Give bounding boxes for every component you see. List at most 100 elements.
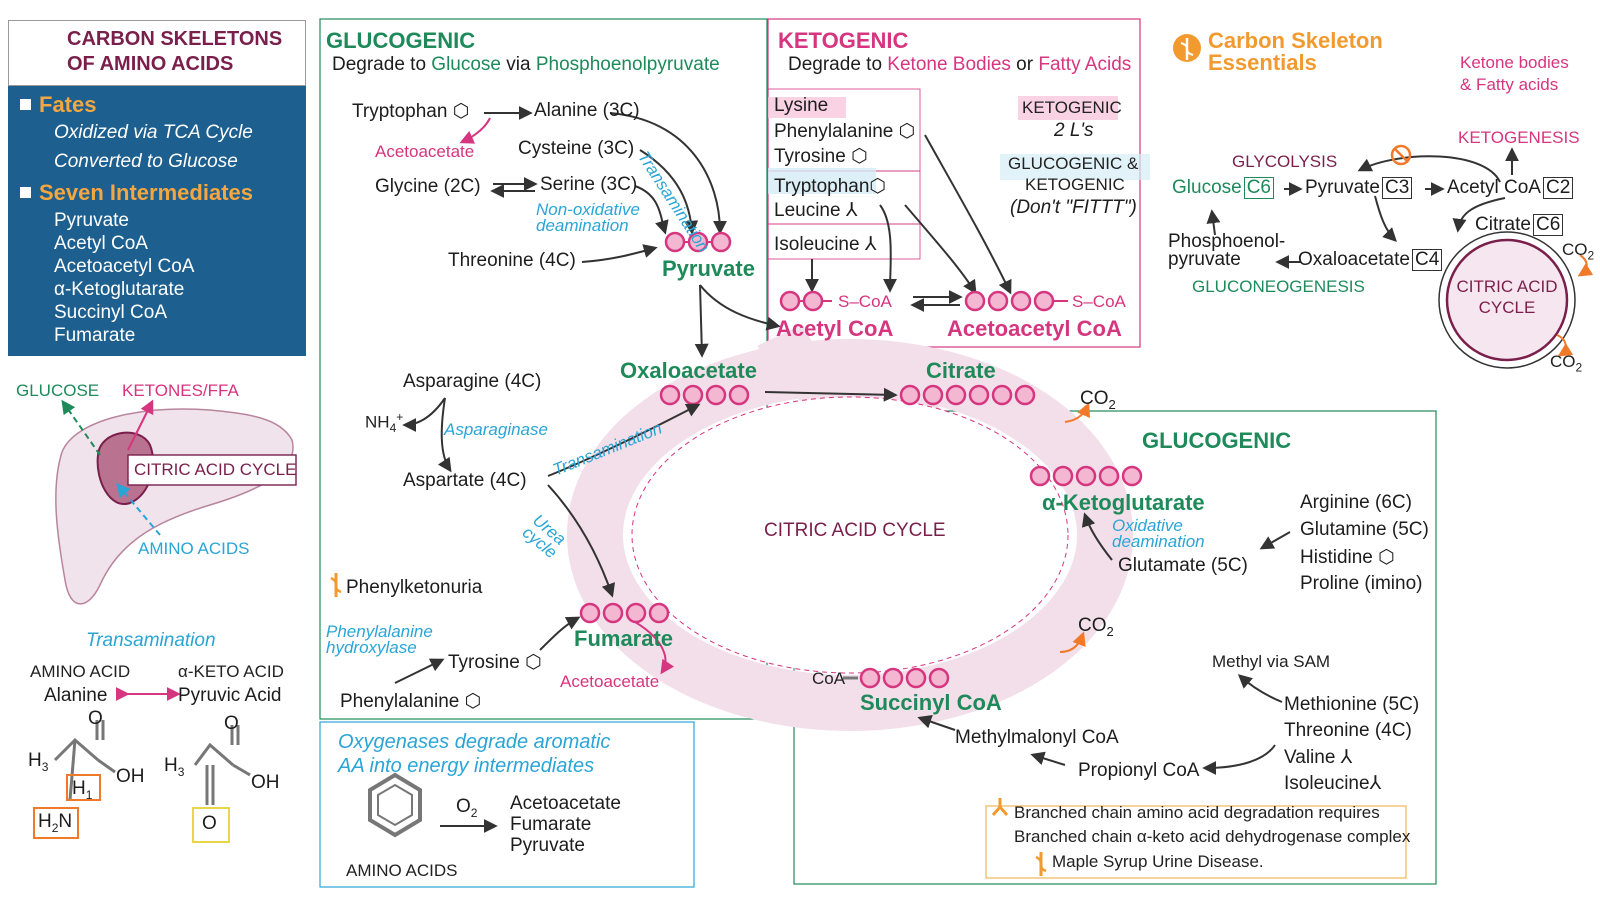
citrate-label: Citrate <box>926 358 996 383</box>
liver-cycle-label: CITRIC ACID CYCLE <box>134 460 297 479</box>
glucogenic-heading: GLUCOGENIC <box>1142 428 1292 453</box>
o2-label: O2 <box>456 796 478 820</box>
fates-heading: Fates <box>20 92 96 118</box>
coa-label: CoA <box>812 669 846 688</box>
acetoacetate-label: Acetoacetate <box>560 672 660 691</box>
ketogenic-subheading: Degrade to Ketone Bodies or Fatty Acids <box>788 54 1132 75</box>
acetyl-coa-label: Acetyl CoA <box>776 316 894 341</box>
citric-acid-cycle-ring <box>567 339 1133 731</box>
co2-label: CO2 <box>1562 240 1595 263</box>
threonine-label: Threonine (4C) <box>448 250 576 271</box>
methionine-label: Methionine (5C) <box>1284 694 1420 715</box>
cycle-center-label: CITRIC ACID CYCLE <box>764 520 946 541</box>
intermediate-item: Acetoacetyl CoA <box>54 256 195 277</box>
pyruvic-acid-label: Pyruvic Acid <box>178 685 282 706</box>
gluco-keto-note: KETOGENIC <box>1025 175 1125 194</box>
asparaginase-label: Asparaginase <box>444 420 548 439</box>
atom-h3: H3 <box>164 755 185 779</box>
aspartate-label: Aspartate (4C) <box>403 470 527 491</box>
co2-label: CO2 <box>1078 615 1114 639</box>
msud-label: Maple Syrup Urine Disease. <box>1052 852 1264 871</box>
ketogenic-heading: KETOGENIC <box>778 28 909 53</box>
ketone-fa-label: Ketone bodies& Fatty acids <box>1460 53 1569 94</box>
intermediate-item: Succinyl CoA <box>54 302 167 323</box>
atom-o: O <box>224 713 239 734</box>
phenylalanine-label: Phenylalanine ⬡ <box>340 691 482 712</box>
pyruvate-label: Pyruvate <box>662 256 755 281</box>
tyrosine-label: Tyrosine ⬡ <box>448 652 542 673</box>
fittt-note: (Don't "FITTT") <box>1010 197 1137 218</box>
atom-h1: H1 <box>72 778 93 802</box>
succinyl-coa-label: Succinyl CoA <box>860 690 1002 715</box>
bcaa-branch-icon <box>991 798 1009 816</box>
tyrosine-label: Tyrosine ⬡ <box>774 146 868 167</box>
liver-shape <box>55 408 294 605</box>
benzene-icon: ⬡ <box>452 101 470 122</box>
serine-label: Serine (3C) <box>540 174 638 195</box>
fates-item: Converted to Glucose <box>54 151 238 172</box>
fumarate-label: Fumarate <box>574 626 674 651</box>
methylmalonyl-coa-label: Methylmalonyl CoA <box>955 727 1119 748</box>
glucogenic-subheading: Degrade to Glucose via Phosphoenolpyruva… <box>332 54 720 75</box>
liver-ketones-label: KETONES/FFA <box>122 381 239 400</box>
acetoacetate-label: Acetoacetate <box>375 142 475 161</box>
intermediate-item: Pyruvate <box>54 210 129 231</box>
alanine-3c-label: Alanine (3C) <box>534 100 640 121</box>
atom-oh: OH <box>251 772 280 793</box>
two-ls-note: 2 L's <box>1054 120 1094 141</box>
valine-label: Valine ⅄ <box>1284 747 1353 768</box>
intermediate-item: Acetyl CoA <box>54 233 148 254</box>
msud-caduceus-icon <box>1035 852 1047 876</box>
threonine-label: Threonine (4C) <box>1284 720 1412 741</box>
atom-oh: OH <box>116 766 145 787</box>
alanine-label: Alanine <box>44 685 108 706</box>
fates-panel: Fates Oxidized via TCA Cycle Converted t… <box>8 86 306 356</box>
fates-item: Oxidized via TCA Cycle <box>54 122 253 143</box>
bcaa-note-box <box>985 805 1407 879</box>
page-title: CARBON SKELETONS OF AMINO ACIDS <box>67 28 283 75</box>
liver-amino-acids-label: AMINO ACIDS <box>138 539 250 558</box>
histidine-label: Histidine ⬡ <box>1300 547 1395 568</box>
propionyl-coa-label: Propionyl CoA <box>1078 760 1200 781</box>
glutamate-label: Glutamate (5C) <box>1118 555 1248 576</box>
isoleucine-label: Isoleucine ⅄ <box>774 234 877 255</box>
glycine-label: Glycine (2C) <box>375 176 481 197</box>
essentials-cycle-circle <box>1445 238 1569 362</box>
co2-label: CO2 <box>1550 352 1583 375</box>
intermediate-item: Fumarate <box>54 325 136 346</box>
oxygenase-products: Acetoacetate Fumarate Pyruvate <box>510 793 621 856</box>
glutamine-label: Glutamine (5C) <box>1300 519 1429 540</box>
transamination-title: Transamination <box>86 630 216 651</box>
intermediates-heading: Seven Intermediates <box>20 180 253 206</box>
amino-acids-label: AMINO ACIDS <box>346 861 458 880</box>
bcaa-note-line2: Branched chain α-keto acid dehydrogenase… <box>1014 827 1411 846</box>
cysteine-label: Cysteine (3C) <box>518 138 635 159</box>
ammonium-label: NH4+ <box>365 410 404 436</box>
lysine-label: Lysine <box>774 95 829 116</box>
methyl-sam-label: Methyl via SAM <box>1212 652 1331 671</box>
leucine-label: Leucine ⅄ <box>774 200 858 221</box>
phenylalanine-label: Phenylalanine ⬡ <box>774 121 916 142</box>
pku-label: Phenylketonuria <box>346 577 483 598</box>
pku-caduceus-icon <box>330 573 342 597</box>
amino-acid-label: AMINO ACID <box>30 662 131 681</box>
arginine-label: Arginine (6C) <box>1300 492 1412 513</box>
gluco-keto-note: GLUCOGENIC & <box>1008 154 1139 173</box>
tryptophan-label: Tryptophan ⬡ <box>352 101 470 122</box>
oxygenase-panel <box>319 721 695 888</box>
alpha-ketoglutarate-label: α-Ketoglutarate <box>1042 490 1205 515</box>
glucogenic-heading: GLUCOGENIC <box>326 28 476 53</box>
liver-glucose-label: GLUCOSE <box>16 381 100 400</box>
scoa-label: S–CoA <box>1072 292 1126 311</box>
